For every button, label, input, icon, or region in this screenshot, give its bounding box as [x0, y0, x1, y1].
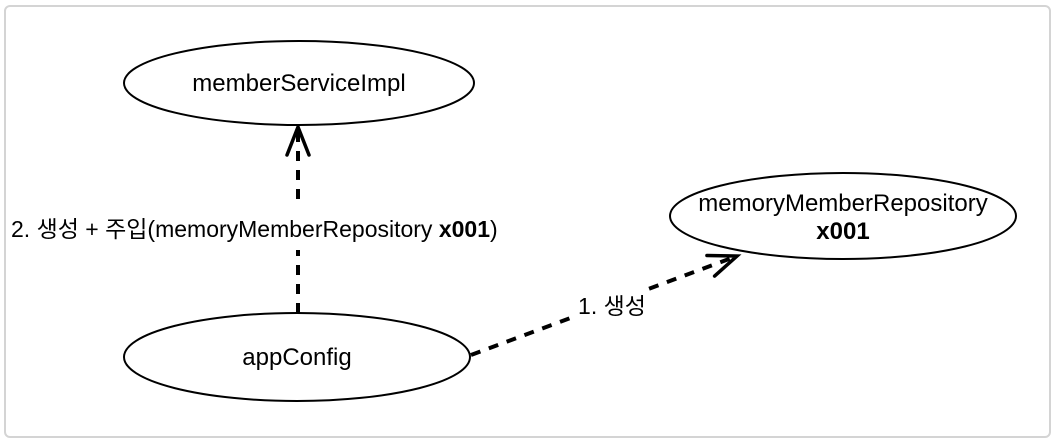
member-service-impl-label: memberServiceImpl: [192, 70, 406, 97]
edge-label-create-inject: 2. 생성 + 주입(memoryMemberRepository x001): [9, 208, 500, 250]
edge-label-create-inject-prefix: 2. 생성 + 주입(memoryMemberRepository: [11, 216, 439, 242]
app-config-label: appConfig: [242, 344, 352, 371]
memory-member-repository-label: memoryMemberRepository x001: [698, 190, 987, 246]
memory-member-repository-ellipse: [669, 172, 1017, 260]
edge-label-create-inject-bold: x001: [438, 216, 490, 242]
edge-label-create-inject-suffix: ): [490, 216, 498, 242]
diagram-frame-border: [4, 5, 1051, 438]
memory-member-repository-label-line1: memoryMemberRepository: [698, 190, 988, 217]
edge-label-create: 1. 생성: [575, 290, 649, 322]
member-service-impl-ellipse: [123, 40, 475, 126]
memory-member-repository-label-line2: x001: [816, 218, 870, 245]
app-config-ellipse: [123, 312, 471, 402]
